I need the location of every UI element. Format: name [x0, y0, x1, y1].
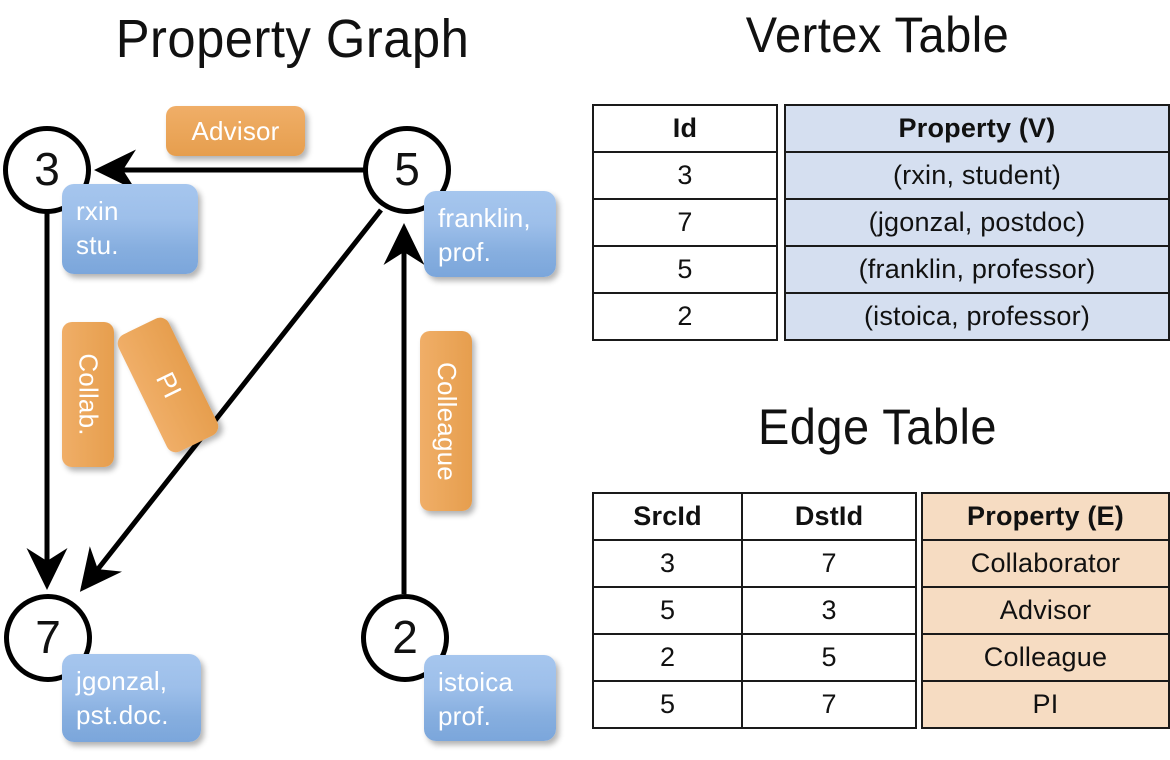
- table-row[interactable]: (franklin, professor): [784, 245, 1170, 294]
- node-property-istoica-line1: istoica: [438, 667, 514, 697]
- node-property-box-franklin[interactable]: franklin, prof.: [424, 191, 556, 277]
- page-title-edge-table: Edge Table: [757, 399, 998, 455]
- vertex-col-header-property: Property (V): [784, 104, 1170, 153]
- node-property-jgonzal-line1: jgonzal,: [76, 666, 168, 696]
- node-property-franklin-line1: franklin,: [438, 203, 531, 233]
- edge-5-to-7: [79, 208, 383, 592]
- graph-node-2-label: 2: [392, 611, 418, 663]
- table-header-row: SrcId DstId: [591, 492, 917, 541]
- edge-cell-dstid: 3: [741, 586, 917, 635]
- page-title-vertex-table: Vertex Table: [745, 7, 1010, 63]
- table-row[interactable]: 2: [592, 292, 778, 341]
- edge-col-header-property: Property (E): [921, 492, 1170, 541]
- table-row[interactable]: (istoica, professor): [784, 292, 1170, 341]
- table-header-row: Id: [592, 104, 778, 153]
- edge-table-property-column: Property (E) Collaborator Advisor Collea…: [921, 492, 1170, 729]
- graph-node-5-label: 5: [394, 143, 420, 195]
- edge-cell-dstid: 5: [741, 633, 917, 682]
- table-row[interactable]: (jgonzal, postdoc): [784, 198, 1170, 247]
- edge-cell-srcid: 3: [591, 539, 744, 588]
- page-title-property-graph: Property Graph: [115, 9, 470, 69]
- node-property-rxin-line2: stu.: [76, 230, 119, 261]
- edge-cell-property: Collaborator: [921, 539, 1170, 588]
- vertex-cell-property: (istoica, professor): [784, 292, 1170, 341]
- edge-cell-property: PI: [921, 680, 1170, 729]
- table-row[interactable]: PI: [921, 680, 1170, 729]
- edge-cell-dstid: 7: [741, 539, 917, 588]
- vertex-table-id-column: Id 3 7 5 2: [592, 104, 778, 341]
- vertex-cell-property: (rxin, student): [784, 151, 1170, 200]
- edge-label-colleague[interactable]: Colleague: [420, 331, 472, 511]
- edge-label-colleague-text: Colleague: [431, 361, 462, 481]
- edge-cell-property: Colleague: [921, 633, 1170, 682]
- table-row[interactable]: Advisor: [921, 586, 1170, 635]
- vertex-cell-id: 5: [592, 245, 778, 294]
- table-row[interactable]: 7: [592, 198, 778, 247]
- vertex-cell-property: (franklin, professor): [784, 245, 1170, 294]
- table-row[interactable]: 2 5: [591, 633, 917, 682]
- graph-node-5[interactable]: 5: [363, 126, 451, 214]
- table-row[interactable]: Collaborator: [921, 539, 1170, 588]
- table-row[interactable]: Colleague: [921, 633, 1170, 682]
- vertex-cell-id: 2: [592, 292, 778, 341]
- edge-label-pi-text: PI: [149, 366, 188, 403]
- graph-edge-arrows: [26, 149, 425, 594]
- node-property-box-rxin[interactable]: rxin stu.: [62, 184, 198, 274]
- edge-cell-srcid: 5: [591, 680, 744, 729]
- edge-label-collab[interactable]: Collab.: [62, 322, 114, 467]
- table-row[interactable]: 5 7: [591, 680, 917, 729]
- table-header-row: Property (V): [784, 104, 1170, 153]
- edge-label-collab-text: Collab.: [73, 353, 104, 436]
- edge-cell-srcid: 5: [591, 586, 744, 635]
- table-row[interactable]: 5: [592, 245, 778, 294]
- edge-col-header-srcid: SrcId: [591, 492, 744, 541]
- edge-col-header-dstid: DstId: [741, 492, 917, 541]
- edge-label-advisor[interactable]: Advisor: [166, 106, 305, 156]
- node-property-rxin-line1: rxin: [76, 196, 119, 226]
- vertex-table-property-column: Property (V) (rxin, student) (jgonzal, p…: [784, 104, 1170, 341]
- table-row[interactable]: 3 7: [591, 539, 917, 588]
- edge-cell-srcid: 2: [591, 633, 744, 682]
- edge-cell-dstid: 7: [741, 680, 917, 729]
- vertex-col-header-id: Id: [592, 104, 778, 153]
- node-property-box-jgonzal[interactable]: jgonzal, pst.doc.: [62, 654, 201, 742]
- node-property-istoica-line2: prof.: [438, 701, 492, 732]
- table-row[interactable]: (rxin, student): [784, 151, 1170, 200]
- edge-label-advisor-text: Advisor: [191, 115, 280, 146]
- graph-node-2[interactable]: 2: [361, 594, 449, 682]
- node-property-jgonzal-line2: pst.doc.: [76, 700, 169, 731]
- vertex-cell-id: 7: [592, 198, 778, 247]
- graph-node-3-label: 3: [34, 143, 60, 195]
- vertex-cell-property: (jgonzal, postdoc): [784, 198, 1170, 247]
- table-row[interactable]: 5 3: [591, 586, 917, 635]
- graph-node-7-label: 7: [35, 611, 61, 663]
- node-property-franklin-line2: prof.: [438, 237, 492, 268]
- edge-table-src-dst-columns: SrcId DstId 3 7 5 3 2 5 5 7: [591, 492, 917, 729]
- edge-cell-property: Advisor: [921, 586, 1170, 635]
- node-property-box-istoica[interactable]: istoica prof.: [424, 655, 556, 741]
- vertex-cell-id: 3: [592, 151, 778, 200]
- property-graph-diagram: 3 5 7 2 rxin stu. franklin, prof. jgonza…: [3, 106, 556, 742]
- table-row[interactable]: 3: [592, 151, 778, 200]
- table-header-row: Property (E): [921, 492, 1170, 541]
